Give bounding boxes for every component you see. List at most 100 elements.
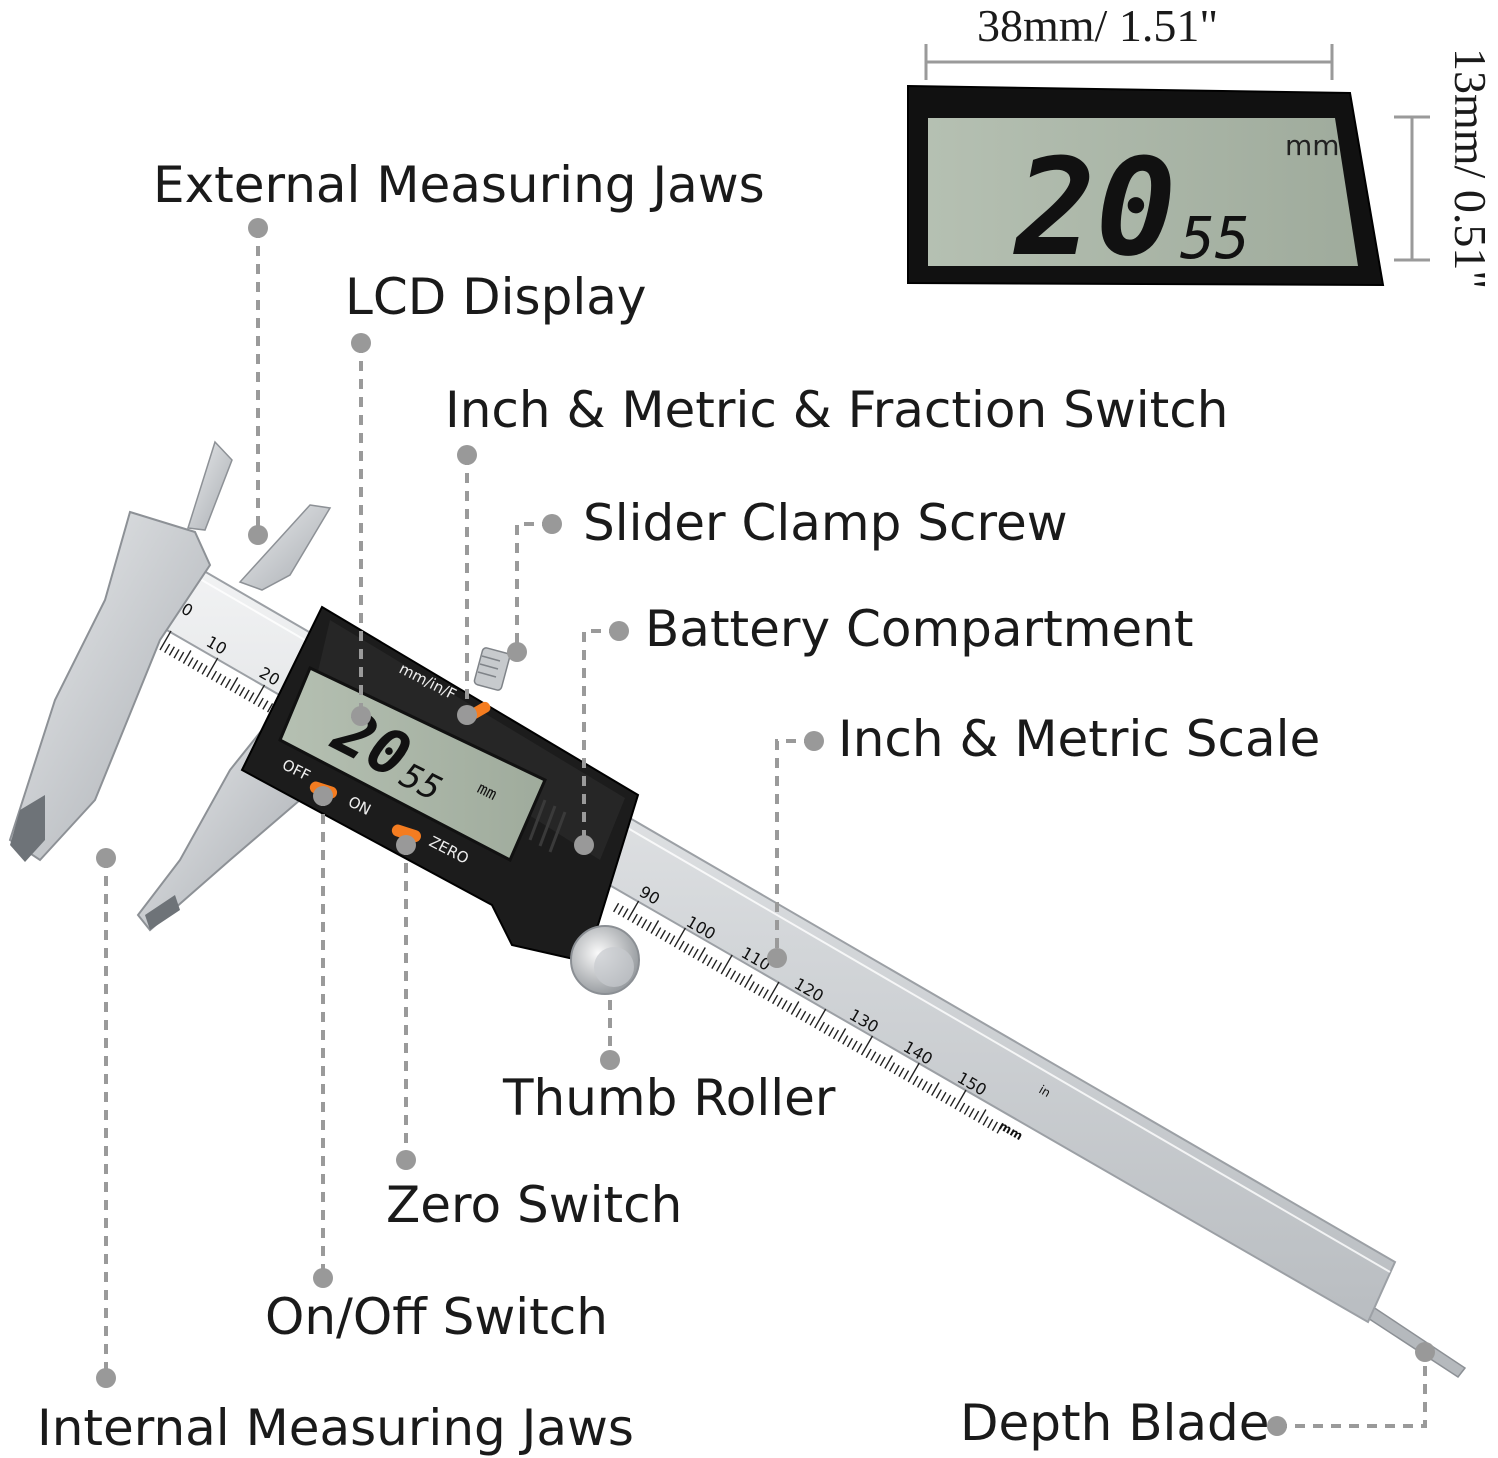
scale-tick xyxy=(182,650,192,664)
scale-tick xyxy=(916,1078,924,1088)
leader-lines xyxy=(104,228,1427,1428)
battery-compartment xyxy=(528,799,567,853)
scale-tick xyxy=(697,947,706,961)
scale-tick xyxy=(650,920,660,934)
scale-tick xyxy=(692,948,699,959)
scale-tick xyxy=(187,657,194,667)
height-dimension-label: 13mm/ 0.51" xyxy=(1445,48,1496,290)
scale-tick xyxy=(991,1121,999,1131)
scale-tick xyxy=(987,1118,994,1129)
scale-tick xyxy=(234,684,241,694)
scale-tick xyxy=(711,959,718,969)
scale-tick xyxy=(622,908,629,918)
scale-tick xyxy=(814,1008,827,1029)
scale-tick xyxy=(739,975,746,986)
scale-tick xyxy=(631,913,638,924)
label-scale: Inch & Metric Scale xyxy=(838,710,1321,768)
scale-tick xyxy=(678,940,685,951)
scale-tick xyxy=(865,1048,872,1059)
scale-tick xyxy=(645,921,652,932)
label-battery: Battery Compartment xyxy=(645,600,1194,658)
scale-tick xyxy=(683,943,690,953)
scale-tick xyxy=(851,1040,858,1050)
scale-tick xyxy=(243,689,250,699)
scale-tick xyxy=(215,673,222,683)
scale-tick xyxy=(968,1108,975,1118)
scale-tick xyxy=(715,962,723,972)
scale-tick xyxy=(786,1002,793,1013)
scale-tick xyxy=(725,967,732,978)
clamp-screw[interactable] xyxy=(473,647,511,691)
lcd-inset: 20 55 mm xyxy=(907,44,1430,287)
scale-tick xyxy=(912,1075,919,1086)
scale-tick xyxy=(898,1067,905,1077)
scale-tick xyxy=(201,665,208,675)
beam-scale xyxy=(159,630,1003,1134)
scale-tick xyxy=(706,956,713,967)
scale-tick xyxy=(673,927,687,948)
scale-tick xyxy=(982,1116,989,1126)
inset-lcd-screen xyxy=(928,118,1358,266)
scale-tick xyxy=(192,659,199,670)
scale-tick xyxy=(173,649,180,659)
scale-tick xyxy=(870,1051,877,1061)
scale-tick xyxy=(823,1024,830,1034)
scale-tick xyxy=(776,997,783,1007)
scale-tick xyxy=(893,1064,900,1075)
caliper: 0 10 20 90 100 110 120 130 140 150 in mm xyxy=(8,440,1467,1379)
scale-tick xyxy=(818,1021,825,1032)
scale-tick xyxy=(772,994,779,1005)
scale-tick xyxy=(743,974,753,988)
scale-tick xyxy=(664,932,671,942)
scale-tick xyxy=(860,1035,874,1056)
height-dimension xyxy=(1394,115,1430,262)
scale-tick xyxy=(945,1094,952,1104)
scale-tick xyxy=(837,1028,847,1042)
inset-unit: mm xyxy=(1285,129,1340,162)
leader-dots xyxy=(96,218,1435,1436)
scale-tick xyxy=(248,692,255,702)
scale-tick xyxy=(795,1008,802,1018)
scale-tick xyxy=(949,1097,956,1107)
scale-tick xyxy=(734,973,741,983)
scale-tick xyxy=(617,905,624,915)
label-thumb-roller: Thumb Roller xyxy=(503,1069,836,1127)
scale-tick xyxy=(206,657,219,678)
scale-tick xyxy=(210,670,218,681)
scale-tick xyxy=(641,919,648,929)
scale-tick xyxy=(701,954,709,964)
scale-tick xyxy=(220,676,227,686)
scale-tick xyxy=(748,981,755,991)
label-lcd-display: LCD Display xyxy=(345,268,647,326)
moving-jaw-internal xyxy=(238,504,332,591)
scale-tick xyxy=(846,1037,854,1048)
label-unit-switch: Inch & Metric & Fraction Switch xyxy=(445,381,1229,439)
zero-button[interactable] xyxy=(390,823,422,844)
scale-tick xyxy=(238,686,246,697)
scale-tick xyxy=(767,981,780,1002)
scale-tick xyxy=(963,1105,970,1115)
scale-tick xyxy=(729,970,737,980)
scale-tick xyxy=(902,1070,910,1080)
scale-tick xyxy=(921,1081,928,1091)
scale-tick xyxy=(613,902,620,913)
scale-tick xyxy=(627,900,640,921)
scale-tick xyxy=(178,651,185,662)
scale-tick xyxy=(753,983,760,994)
scale-tick xyxy=(800,1010,807,1021)
scale-tick xyxy=(757,986,765,996)
scale-tick xyxy=(224,678,232,689)
scale-tick xyxy=(931,1082,940,1096)
scale-tick xyxy=(940,1091,947,1102)
scale-tick xyxy=(636,916,643,926)
scale-tick xyxy=(907,1062,920,1083)
scale-tick xyxy=(168,646,175,656)
scale-tick xyxy=(977,1109,987,1123)
scale-tick xyxy=(973,1110,980,1121)
scale-tick xyxy=(790,1001,800,1015)
scale-tick xyxy=(196,662,204,672)
scale-tick xyxy=(874,1054,882,1064)
label-external-jaws: External Measuring Jaws xyxy=(153,156,765,214)
scale-tick xyxy=(266,703,274,713)
